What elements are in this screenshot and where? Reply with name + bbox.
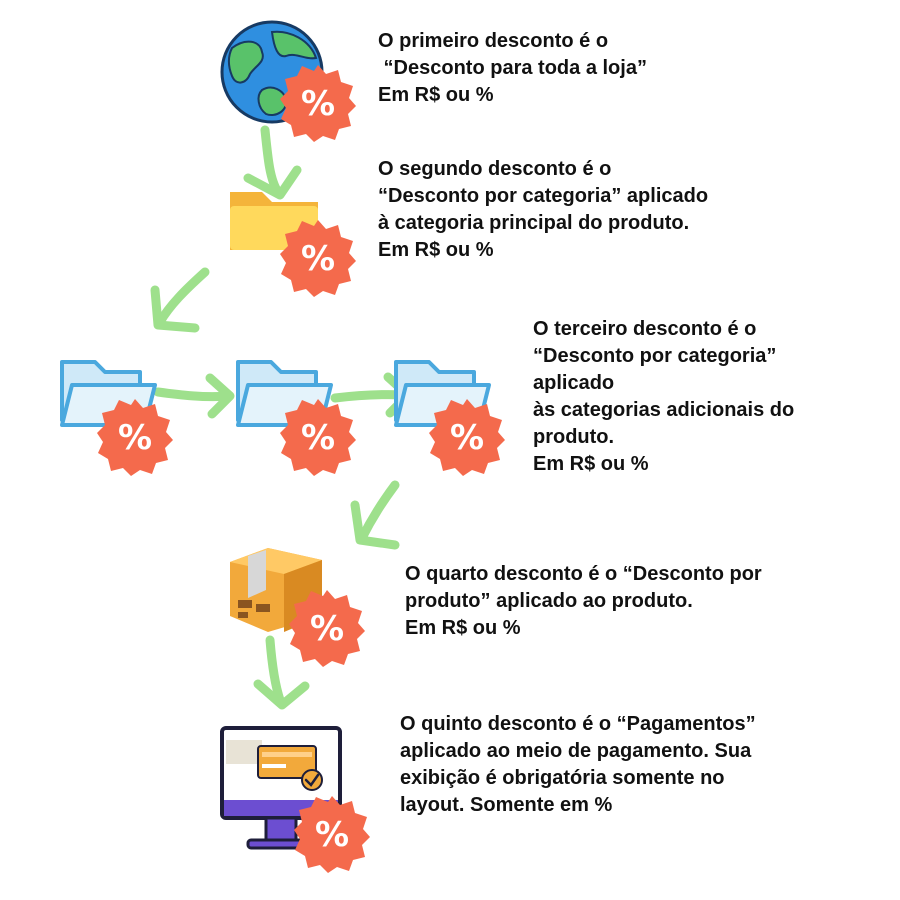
discount-badge: % xyxy=(280,399,356,476)
discount-badge: % xyxy=(289,590,365,667)
discount-badge-symbol: % xyxy=(315,815,349,855)
step3-line: O terceiro desconto é o xyxy=(533,318,757,340)
step3-line: “Desconto por categoria” xyxy=(533,345,777,367)
step5-line: aplicado ao meio de pagamento. Sua xyxy=(400,740,752,762)
arrow-step2-to-step3 xyxy=(155,267,210,327)
arrow-step2-to-step3-head xyxy=(150,285,200,333)
step1-line: “Desconto para toda a loja” xyxy=(378,57,647,79)
discount-badge-symbol: % xyxy=(450,418,484,458)
arrow-step3-to-step4 xyxy=(357,480,400,543)
step3-line: produto. xyxy=(533,426,615,448)
step2-line: à categoria principal do produto. xyxy=(378,212,690,234)
step1-line: Em R$ ou % xyxy=(378,84,494,106)
arrow-step3-to-step4-head xyxy=(350,500,400,550)
discount-badge-symbol: % xyxy=(301,239,335,279)
discount-badge-symbol: % xyxy=(310,609,344,649)
step3-line: Em R$ ou % xyxy=(533,453,649,475)
step2-line: “Desconto por categoria” aplicado xyxy=(378,185,709,207)
discount-badge: % xyxy=(294,796,370,873)
step4-description: O quarto desconto é o “Desconto por prod… xyxy=(405,561,762,642)
step5-line: exibição é obrigatória somente no xyxy=(400,767,725,789)
arrow-step1-to-step2 xyxy=(260,125,283,197)
step5-description: O quinto desconto é o “Pagamentos” aplic… xyxy=(400,711,756,819)
step5-line: O quinto desconto é o “Pagamentos” xyxy=(400,713,756,735)
discount-badge-symbol: % xyxy=(301,84,335,124)
arrow-step1-to-step2-head xyxy=(243,165,302,200)
step2-description: O segundo desconto é o “Desconto por cat… xyxy=(378,156,708,264)
discount-badge: % xyxy=(97,399,173,476)
arrow-folder1-to-folder2-head xyxy=(205,373,235,419)
step5-line: layout. Somente em % xyxy=(400,794,613,816)
step4-line: O quarto desconto é o “Desconto por xyxy=(405,563,762,585)
discount-badge: % xyxy=(429,399,505,476)
step3-line: às categorias adicionais do xyxy=(533,399,795,421)
step3-description: O terceiro desconto é o “Desconto por ca… xyxy=(533,316,794,478)
discount-badge: % xyxy=(280,65,356,142)
step1-description: O primeiro desconto é o “Desconto para t… xyxy=(378,28,647,109)
discount-badge-symbol: % xyxy=(118,418,152,458)
arrow-folder1-to-folder2 xyxy=(153,387,233,402)
arrow-step4-to-step5-head xyxy=(253,679,310,710)
step2-line: Em R$ ou % xyxy=(378,239,494,261)
arrow-step4-to-step5 xyxy=(265,635,285,705)
step1-line: O primeiro desconto é o xyxy=(378,30,609,52)
discount-badge-symbol: % xyxy=(301,418,335,458)
step4-line: Em R$ ou % xyxy=(405,617,521,639)
step4-line: produto” aplicado ao produto. xyxy=(405,590,693,612)
step3-line: aplicado xyxy=(533,372,615,394)
step2-line: O segundo desconto é o xyxy=(378,158,612,180)
discount-badge: % xyxy=(280,220,356,297)
flow-arrows xyxy=(150,125,413,710)
